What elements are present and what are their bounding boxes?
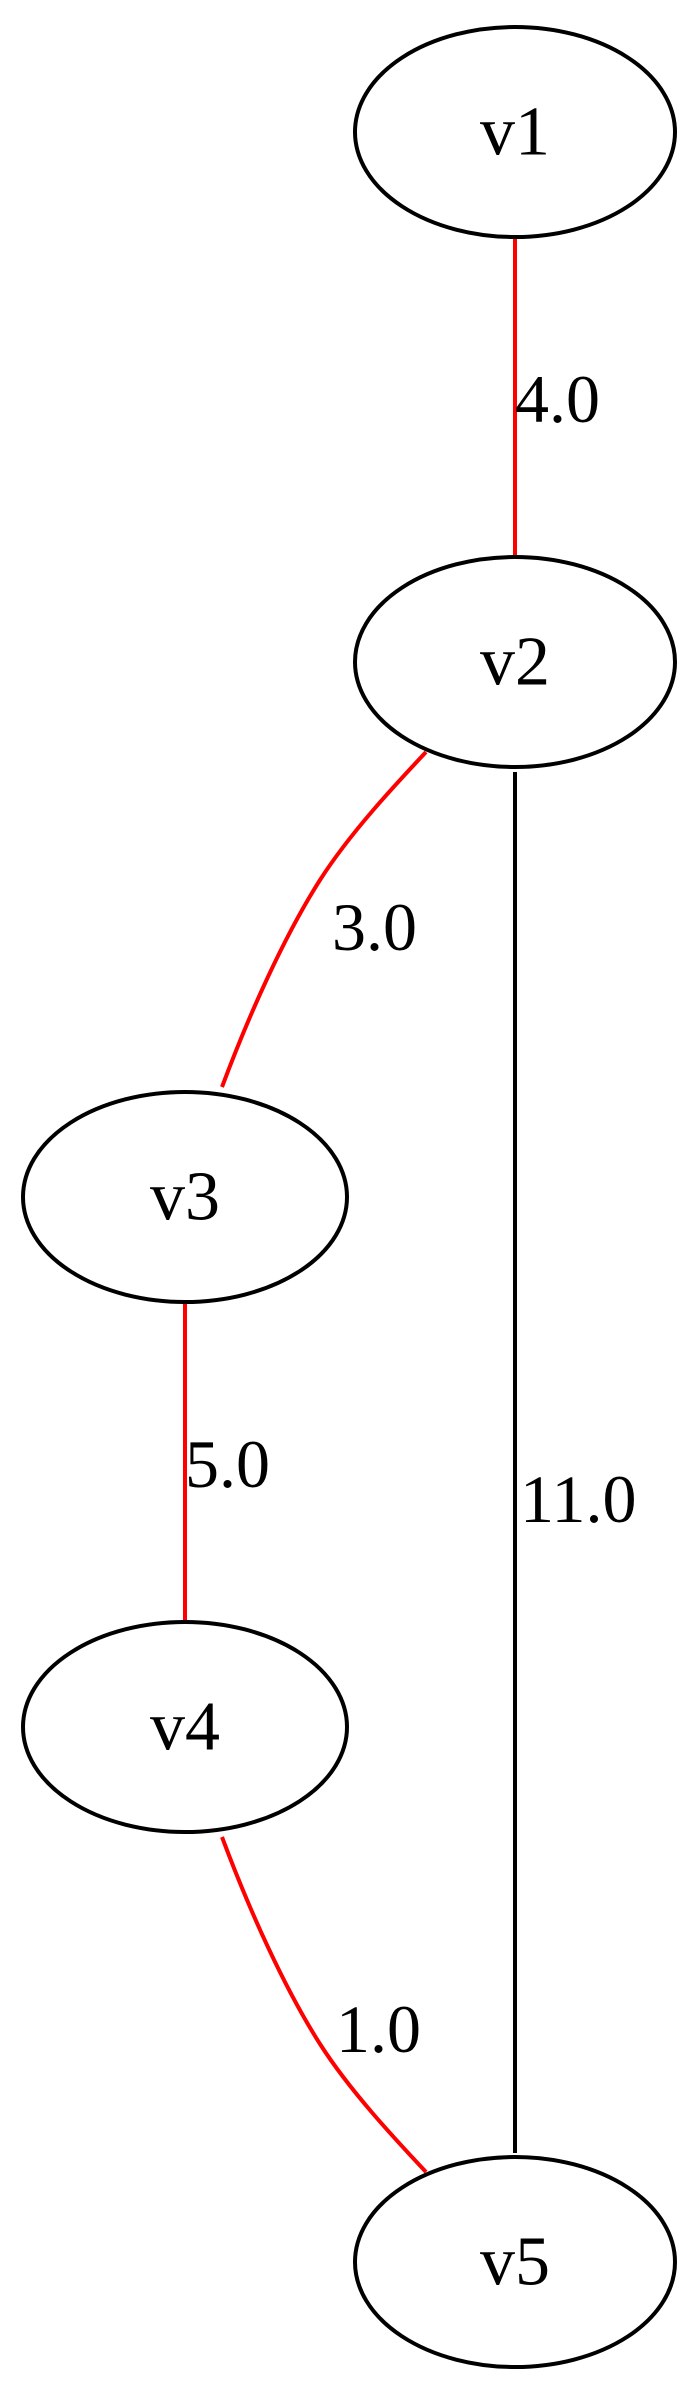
node-ellipse-v1 bbox=[353, 25, 677, 239]
node-label-v5: v5 bbox=[480, 2224, 550, 2301]
node-v5: v5 bbox=[353, 2155, 677, 2369]
node-ellipse-v3 bbox=[21, 1090, 349, 1304]
edge-weight-v2-v5: 11.0 bbox=[520, 1461, 636, 1537]
node-ellipse-v4 bbox=[21, 1620, 349, 1834]
edges: 4.0 3.0 11.0 5.0 1.0 bbox=[183, 237, 636, 2174]
edge-line-v4-v5 bbox=[220, 1836, 428, 2174]
node-label-v3: v3 bbox=[150, 1159, 220, 1236]
edge-v2-v5: 11.0 bbox=[513, 772, 636, 2153]
edge-weight-v2-v3: 3.0 bbox=[332, 889, 417, 965]
edge-weight-v3-v4: 5.0 bbox=[185, 1426, 270, 1502]
edge-weight-v4-v5: 1.0 bbox=[336, 1991, 421, 2067]
node-v4: v4 bbox=[21, 1620, 349, 1834]
edge-weight-v1-v2: 4.0 bbox=[515, 361, 600, 437]
node-label-v4: v4 bbox=[150, 1689, 220, 1766]
nodes: v1 v2 v3 v4 v5 bbox=[21, 25, 677, 2369]
node-ellipse-v5 bbox=[353, 2155, 677, 2369]
node-v1: v1 bbox=[353, 25, 677, 239]
edge-line-v2-v3 bbox=[220, 750, 428, 1088]
node-v2: v2 bbox=[353, 555, 677, 769]
edge-v2-v3: 3.0 bbox=[220, 750, 428, 1088]
node-label-v1: v1 bbox=[480, 94, 550, 171]
node-ellipse-v2 bbox=[353, 555, 677, 769]
node-label-v2: v2 bbox=[480, 624, 550, 701]
node-v3: v3 bbox=[21, 1090, 349, 1304]
edge-v1-v2: 4.0 bbox=[513, 237, 600, 557]
edge-v3-v4: 5.0 bbox=[183, 1302, 270, 1622]
edge-v4-v5: 1.0 bbox=[220, 1836, 428, 2174]
